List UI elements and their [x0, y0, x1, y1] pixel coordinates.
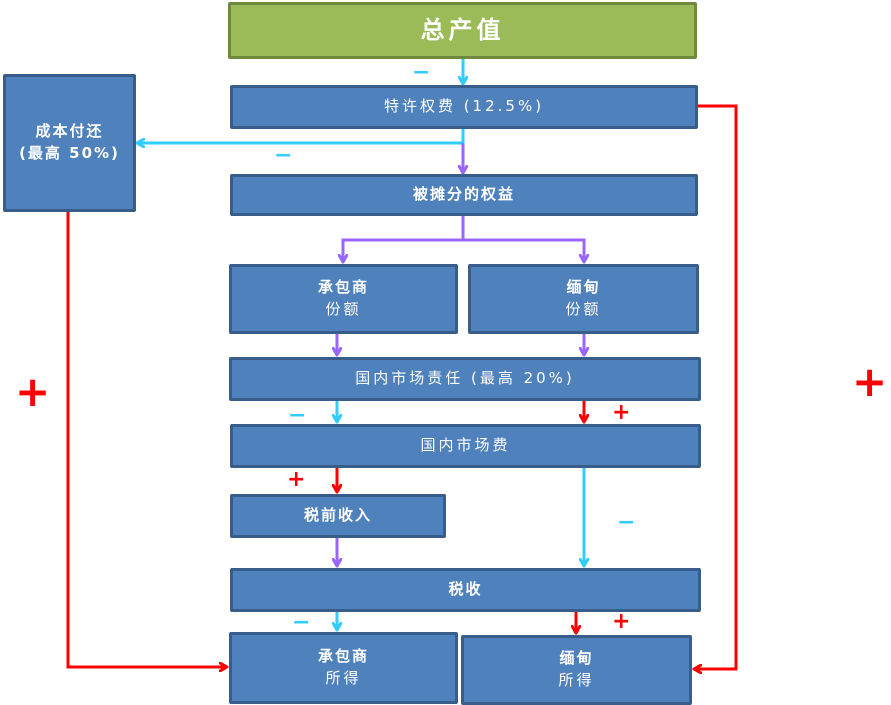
minus-sign-tax-contractor: − [292, 610, 311, 635]
node-gross-output: 总产值 [228, 2, 697, 59]
node-myanmar-income-line2: 所得 [558, 671, 595, 689]
node-contractor-share: 承包商 份额 [229, 264, 458, 334]
node-cost-recovery-line2: (最高 50%) [19, 144, 120, 162]
node-contractor-share-line1: 承包商 [317, 278, 369, 297]
arrow-royalty-to-cost-recovery [137, 128, 465, 143]
node-myanmar-share-line2: 份额 [565, 300, 602, 318]
node-gross-output-label: 总产值 [420, 16, 505, 45]
plus-sign-right: + [852, 357, 888, 406]
node-myanmar-share: 缅甸 份额 [468, 264, 699, 334]
node-royalty-label: 特许权费 (12.5%) [383, 97, 545, 116]
node-domestic-market-obligation: 国内市场责任 (最高 20%) [229, 357, 701, 401]
plus-sign-left: + [15, 367, 51, 416]
node-tax: 税收 [230, 568, 701, 612]
node-contractor-income-line1: 承包商 [317, 647, 369, 666]
minus-sign-fee-to-tax: − [617, 510, 636, 535]
minus-sign-gross: − [412, 60, 431, 85]
plus-sign-dmo-right: + [612, 400, 631, 425]
node-myanmar-income: 缅甸 所得 [461, 635, 692, 705]
arrow-equity-to-myanmar-share [463, 238, 584, 262]
node-cost-recovery: 成本付还 (最高 50%) [3, 74, 136, 212]
node-tax-label: 税收 [448, 580, 483, 599]
node-domestic-market-fee-label: 国内市场费 [420, 436, 511, 455]
arrow-cost-recovery-to-contractor-income [66, 211, 227, 667]
node-contractor-income: 承包商 所得 [229, 632, 458, 704]
node-myanmar-income-line1: 缅甸 [559, 649, 594, 668]
node-domestic-market-obligation-label: 国内市场责任 (最高 20%) [355, 369, 575, 388]
node-cost-recovery-line1: 成本付还 [35, 122, 104, 141]
plus-sign-pretax: + [287, 467, 306, 492]
minus-sign-dmo-left: − [288, 403, 307, 428]
node-myanmar-share-line1: 缅甸 [566, 278, 601, 297]
node-pretax-income-label: 税前收入 [303, 506, 372, 525]
node-shared-equity: 被摊分的权益 [230, 174, 698, 216]
plus-sign-tax-myanmar: + [612, 609, 631, 634]
node-contractor-income-line2: 所得 [325, 669, 362, 687]
node-royalty: 特许权费 (12.5%) [230, 85, 698, 129]
node-pretax-income: 税前收入 [230, 494, 446, 538]
minus-sign-cost-recovery: − [274, 143, 293, 168]
arrow-equity-to-contractor-share [343, 215, 465, 262]
node-contractor-share-line2: 份额 [325, 300, 362, 318]
arrow-royalty-to-myanmar-income [694, 104, 738, 669]
node-shared-equity-label: 被摊分的权益 [412, 185, 515, 204]
node-domestic-market-fee: 国内市场费 [230, 424, 701, 468]
